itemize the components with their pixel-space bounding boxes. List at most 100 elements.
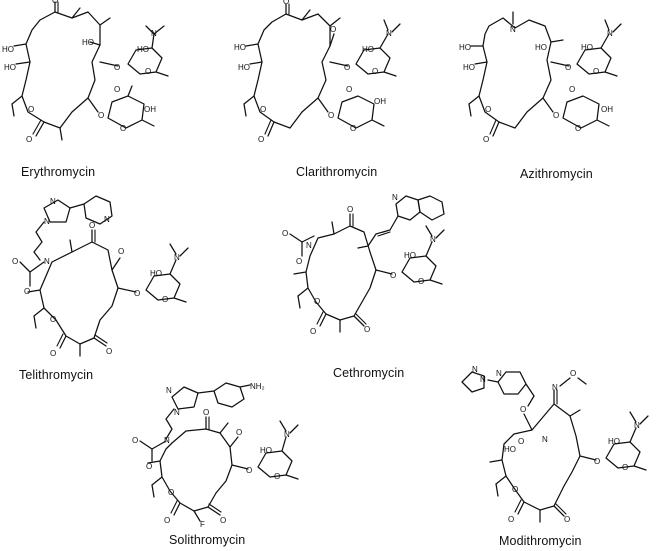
hydroxyl-label: HO [150, 269, 162, 278]
carbonyl-oxygen-label: O [164, 516, 170, 525]
ring-nitrogen-label: N [510, 25, 516, 34]
modithromycin-skeleton: N N N O N O O N O O O [461, 365, 649, 524]
lactone-oxygen-label: O [314, 297, 320, 306]
ketone-oxygen-label: O [283, 0, 289, 6]
ring-oxygen-label: O [622, 463, 628, 472]
hydroxyl-label: HO [2, 45, 14, 54]
ring-oxygen-label: O [162, 295, 168, 304]
ketone-oxygen-label: O [106, 347, 112, 356]
acyl-oxygen-label: O [570, 369, 576, 378]
amino-group-label: NH₂ [250, 382, 265, 391]
glycosidic-oxygen-label: O [134, 289, 140, 298]
carbamate-oxygen-label: O [518, 437, 524, 446]
carbamate-oxygen-label: O [282, 229, 288, 238]
cethromycin-label: Cethromycin [333, 366, 405, 380]
dimethylamino-label: N [284, 430, 290, 439]
dimethylamino-label: N [174, 253, 180, 262]
telithromycin-label: Telithromycin [19, 368, 94, 382]
carbonyl-oxygen-label: O [26, 135, 32, 144]
carbamate-nitrogen-label: N [44, 257, 50, 266]
triazole-nitrogen-label: N [166, 386, 172, 395]
carbamate-nitrogen-label: N [306, 241, 312, 250]
solithromycin-structure: N N NH₂ O N O O O O O [130, 375, 345, 551]
quinoline-nitrogen-label: N [392, 193, 398, 202]
lactone-oxygen-label: O [512, 485, 518, 494]
hydroxyl-label: HO [463, 63, 475, 72]
cethromycin-skeleton: N O N O O O O O O HO [282, 193, 445, 336]
glycosidic-oxygen-label: O [565, 63, 571, 72]
methoxy-oxygen-label: O [118, 247, 124, 256]
dimethylamino-label: N [634, 421, 640, 430]
hydroxyl-label: HO [234, 43, 246, 52]
hydroxyl-label: HO [535, 43, 547, 52]
hydroxyl-label: HO [459, 43, 471, 52]
glycosidic-oxygen-label: O [390, 271, 396, 280]
ether-oxygen-label: O [520, 405, 526, 414]
hydroxyl-label: HO [581, 43, 593, 52]
hydroxyl-label: HO [362, 45, 374, 54]
ketone-oxygen-label: O [220, 516, 226, 525]
hydroxyl-label: HO [4, 63, 16, 72]
carbamate-nitrogen-label: N [542, 435, 548, 444]
hydroxyl-label: HO [260, 446, 272, 455]
telithromycin-structure: N N N O N O O O O O O [0, 190, 225, 390]
erythromycin-label: Erythromycin [21, 165, 96, 179]
carbonyl-oxygen-label: O [483, 135, 489, 144]
pyridine-nitrogen-label: N [104, 215, 110, 224]
dimethylamino-label: N [386, 29, 392, 38]
ketone-oxygen-label: O [89, 221, 95, 230]
ketone-oxygen-label: O [52, 0, 58, 5]
hydroxyl-label: HO [608, 437, 620, 446]
carbonyl-oxygen-label: O [258, 135, 264, 144]
glycosidic-oxygen-label: O [553, 111, 559, 120]
ketone-oxygen-label: O [203, 408, 209, 417]
pyridine-nitrogen-label: N [496, 369, 502, 378]
ring-oxygen-label: O [575, 124, 581, 133]
lactone-oxygen-label: O [50, 315, 56, 324]
methoxy-oxygen-label: O [569, 85, 575, 94]
solithromycin-skeleton: N N NH₂ O N O O O O O [132, 382, 299, 529]
azithromycin-structure: N HO HO O O HO O HO N O O O [455, 0, 660, 185]
azithromycin-label: Azithromycin [520, 167, 593, 181]
glycosidic-oxygen-label: O [98, 111, 104, 120]
carbonyl-oxygen-label: O [310, 327, 316, 336]
imine-nitrogen-label: N [552, 383, 558, 392]
ring-oxygen-label: O [145, 67, 151, 76]
lactone-oxygen-label: O [260, 105, 266, 114]
glycosidic-oxygen-label: O [344, 63, 350, 72]
carbamate-ring-oxygen-label: O [146, 462, 152, 471]
erythromycin-skeleton: O HO HO O O HO O HO N O O [2, 0, 169, 144]
carbamate-nitrogen-label: N [164, 436, 170, 445]
dimethylamino-label: N [430, 235, 436, 244]
modithromycin-structure: N N N O N O O N O O O [458, 360, 660, 551]
clarithromycin-skeleton: O HO HO O O O O HO N O O [234, 0, 401, 144]
ring-oxygen-label: O [274, 472, 280, 481]
lactone-oxygen-label: O [28, 105, 34, 114]
methoxy-oxygen-label: O [114, 85, 120, 94]
carbonyl-oxygen-label: O [50, 349, 56, 358]
ring-oxygen-label: O [593, 67, 599, 76]
glycosidic-oxygen-label: O [246, 466, 252, 475]
carbamate-oxygen-label: O [12, 257, 18, 266]
triazole-nitrogen-label: N [174, 408, 180, 417]
dimethylamino-label: N [607, 29, 613, 38]
carbamate-oxygen-label: O [132, 436, 138, 445]
glycosidic-oxygen-label: O [594, 457, 600, 466]
ketone-oxygen-label: O [364, 325, 370, 334]
ketone-oxygen-label: O [347, 205, 353, 214]
glycosidic-oxygen-label: O [328, 111, 334, 120]
hydroxyl-label: OH [374, 97, 386, 106]
azithromycin-skeleton: N HO HO O O HO O HO N O O O [459, 11, 622, 144]
ring-oxygen-label: O [372, 67, 378, 76]
lactone-oxygen-label: O [168, 488, 174, 497]
carbonyl-oxygen-label: O [508, 515, 514, 524]
fluorine-label: F [200, 520, 205, 529]
methoxy-oxygen-label: O [330, 25, 336, 34]
pyrazole-nitrogen-label: N [480, 375, 486, 384]
hydroxyl-label: HO [504, 445, 516, 454]
imidazole-nitrogen-label: N [44, 217, 50, 226]
hydroxyl-label: HO [404, 251, 416, 260]
hydroxyl-label: HO [82, 38, 94, 47]
dimethylamino-label: N [151, 29, 157, 38]
